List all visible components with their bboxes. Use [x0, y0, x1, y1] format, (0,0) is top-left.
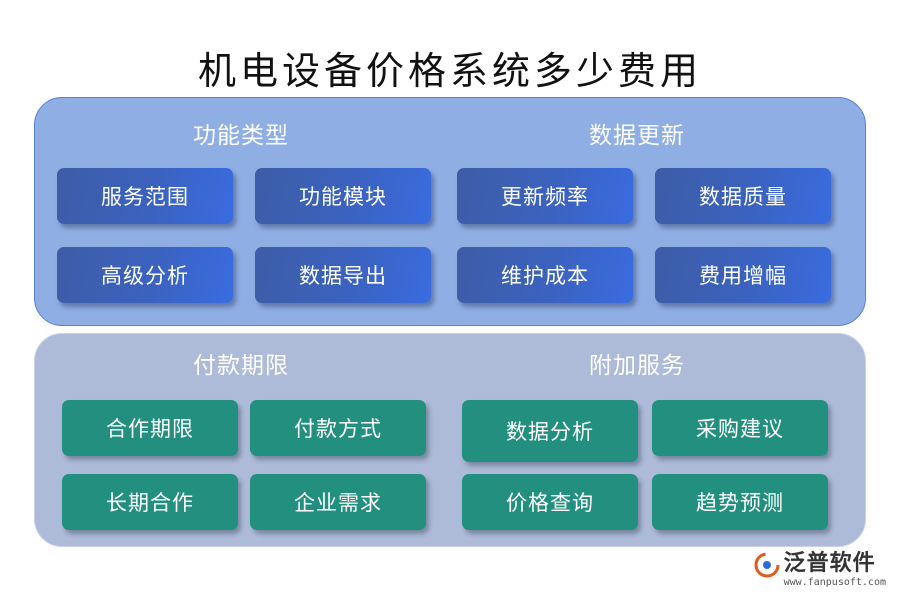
box-advanced-analysis: 高级分析: [57, 247, 233, 303]
logo-url: www.fanpusoft.com: [783, 577, 886, 588]
box-payment-method: 付款方式: [250, 400, 426, 456]
box-data-analysis: 数据分析: [462, 400, 638, 462]
brand-logo: 泛普软件 www.fanpusoft.com: [754, 545, 886, 588]
box-data-export: 数据导出: [255, 247, 431, 303]
box-cooperation-term: 合作期限: [62, 400, 238, 456]
box-price-query: 价格查询: [462, 474, 638, 530]
panel-bottom: 付款期限 附加服务 合作期限 付款方式 长期合作 企业需求 数据分析 采购建议 …: [34, 333, 866, 547]
box-fee-increase: 费用增幅: [655, 247, 831, 303]
section-title-payment-term: 付款期限: [193, 353, 289, 379]
fanpu-logo-icon: [754, 552, 780, 582]
section-title-data-update: 数据更新: [589, 123, 685, 149]
section-title-additional-services: 附加服务: [589, 353, 685, 379]
logo-name: 泛普软件: [783, 551, 876, 576]
box-service-scope: 服务范围: [57, 168, 233, 224]
box-maintenance-cost: 维护成本: [457, 247, 633, 303]
page-title: 机电设备价格系统多少费用: [197, 49, 702, 93]
box-trend-forecast: 趋势预测: [652, 474, 828, 530]
box-procurement-advice: 采购建议: [652, 400, 828, 456]
section-title-feature-type: 功能类型: [193, 123, 289, 149]
box-enterprise-demand: 企业需求: [250, 474, 426, 530]
box-update-frequency: 更新频率: [457, 168, 633, 224]
panel-top: 功能类型 数据更新 服务范围 功能模块 高级分析 数据导出 更新频率 数据质量 …: [34, 97, 866, 326]
box-long-term-cooperation: 长期合作: [62, 474, 238, 530]
box-data-quality: 数据质量: [655, 168, 831, 224]
box-feature-module: 功能模块: [255, 168, 431, 224]
